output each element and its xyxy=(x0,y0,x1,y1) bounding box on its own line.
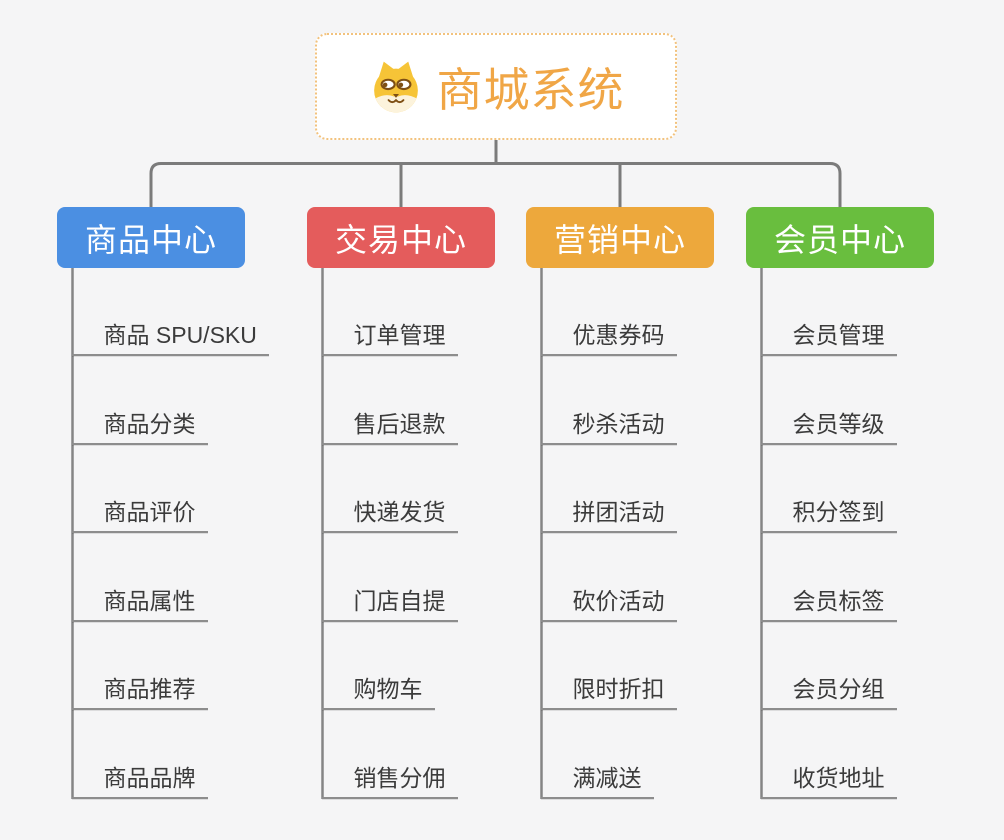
child-topic[interactable]: 会员标签 xyxy=(760,587,897,622)
child-topic[interactable]: 会员管理 xyxy=(760,321,897,356)
child-topic[interactable]: 砍价活动 xyxy=(540,587,677,622)
child-topic[interactable]: 商品品牌 xyxy=(71,764,208,799)
child-topic[interactable]: 商品 SPU/SKU xyxy=(71,321,269,356)
child-topic[interactable]: 售后退款 xyxy=(321,410,458,445)
branch-label: 商品中心 xyxy=(84,221,217,258)
branch-label: 会员中心 xyxy=(773,221,906,258)
branch-node[interactable]: 交易中心 xyxy=(307,207,495,268)
child-topic[interactable]: 限时折扣 xyxy=(540,675,677,711)
child-topic[interactable]: 秒杀活动 xyxy=(540,410,677,445)
child-topic[interactable]: 订单管理 xyxy=(321,321,458,356)
child-topic[interactable]: 优惠券码 xyxy=(540,321,677,356)
child-topic[interactable]: 商品属性 xyxy=(71,587,208,622)
child-topic[interactable]: 门店自提 xyxy=(321,587,458,622)
child-topic[interactable]: 快递发货 xyxy=(321,498,458,534)
shiba-dog-icon xyxy=(373,61,418,112)
child-topic[interactable]: 购物车 xyxy=(321,675,435,711)
branch-label: 交易中心 xyxy=(334,221,467,258)
child-topic[interactable]: 商品分类 xyxy=(71,410,208,445)
child-topic[interactable]: 收货地址 xyxy=(760,764,897,799)
child-topic[interactable]: 会员等级 xyxy=(760,410,897,445)
branch-node[interactable]: 商品中心 xyxy=(57,207,245,268)
root-node[interactable]: 商城系统 xyxy=(315,33,677,140)
root-title: 商城系统 xyxy=(436,63,625,116)
child-topic[interactable]: 满减送 xyxy=(540,764,654,799)
branch-node[interactable]: 营销中心 xyxy=(526,207,714,268)
child-topic[interactable]: 商品推荐 xyxy=(71,675,208,711)
child-topic[interactable]: 商品评价 xyxy=(71,498,208,534)
child-topic[interactable]: 销售分佣 xyxy=(321,764,458,799)
child-topic[interactable]: 积分签到 xyxy=(760,498,897,534)
branch-label: 营销中心 xyxy=(553,221,686,258)
child-topic[interactable]: 会员分组 xyxy=(760,675,897,711)
branch-node[interactable]: 会员中心 xyxy=(746,207,934,268)
child-topic[interactable]: 拼团活动 xyxy=(540,498,677,534)
